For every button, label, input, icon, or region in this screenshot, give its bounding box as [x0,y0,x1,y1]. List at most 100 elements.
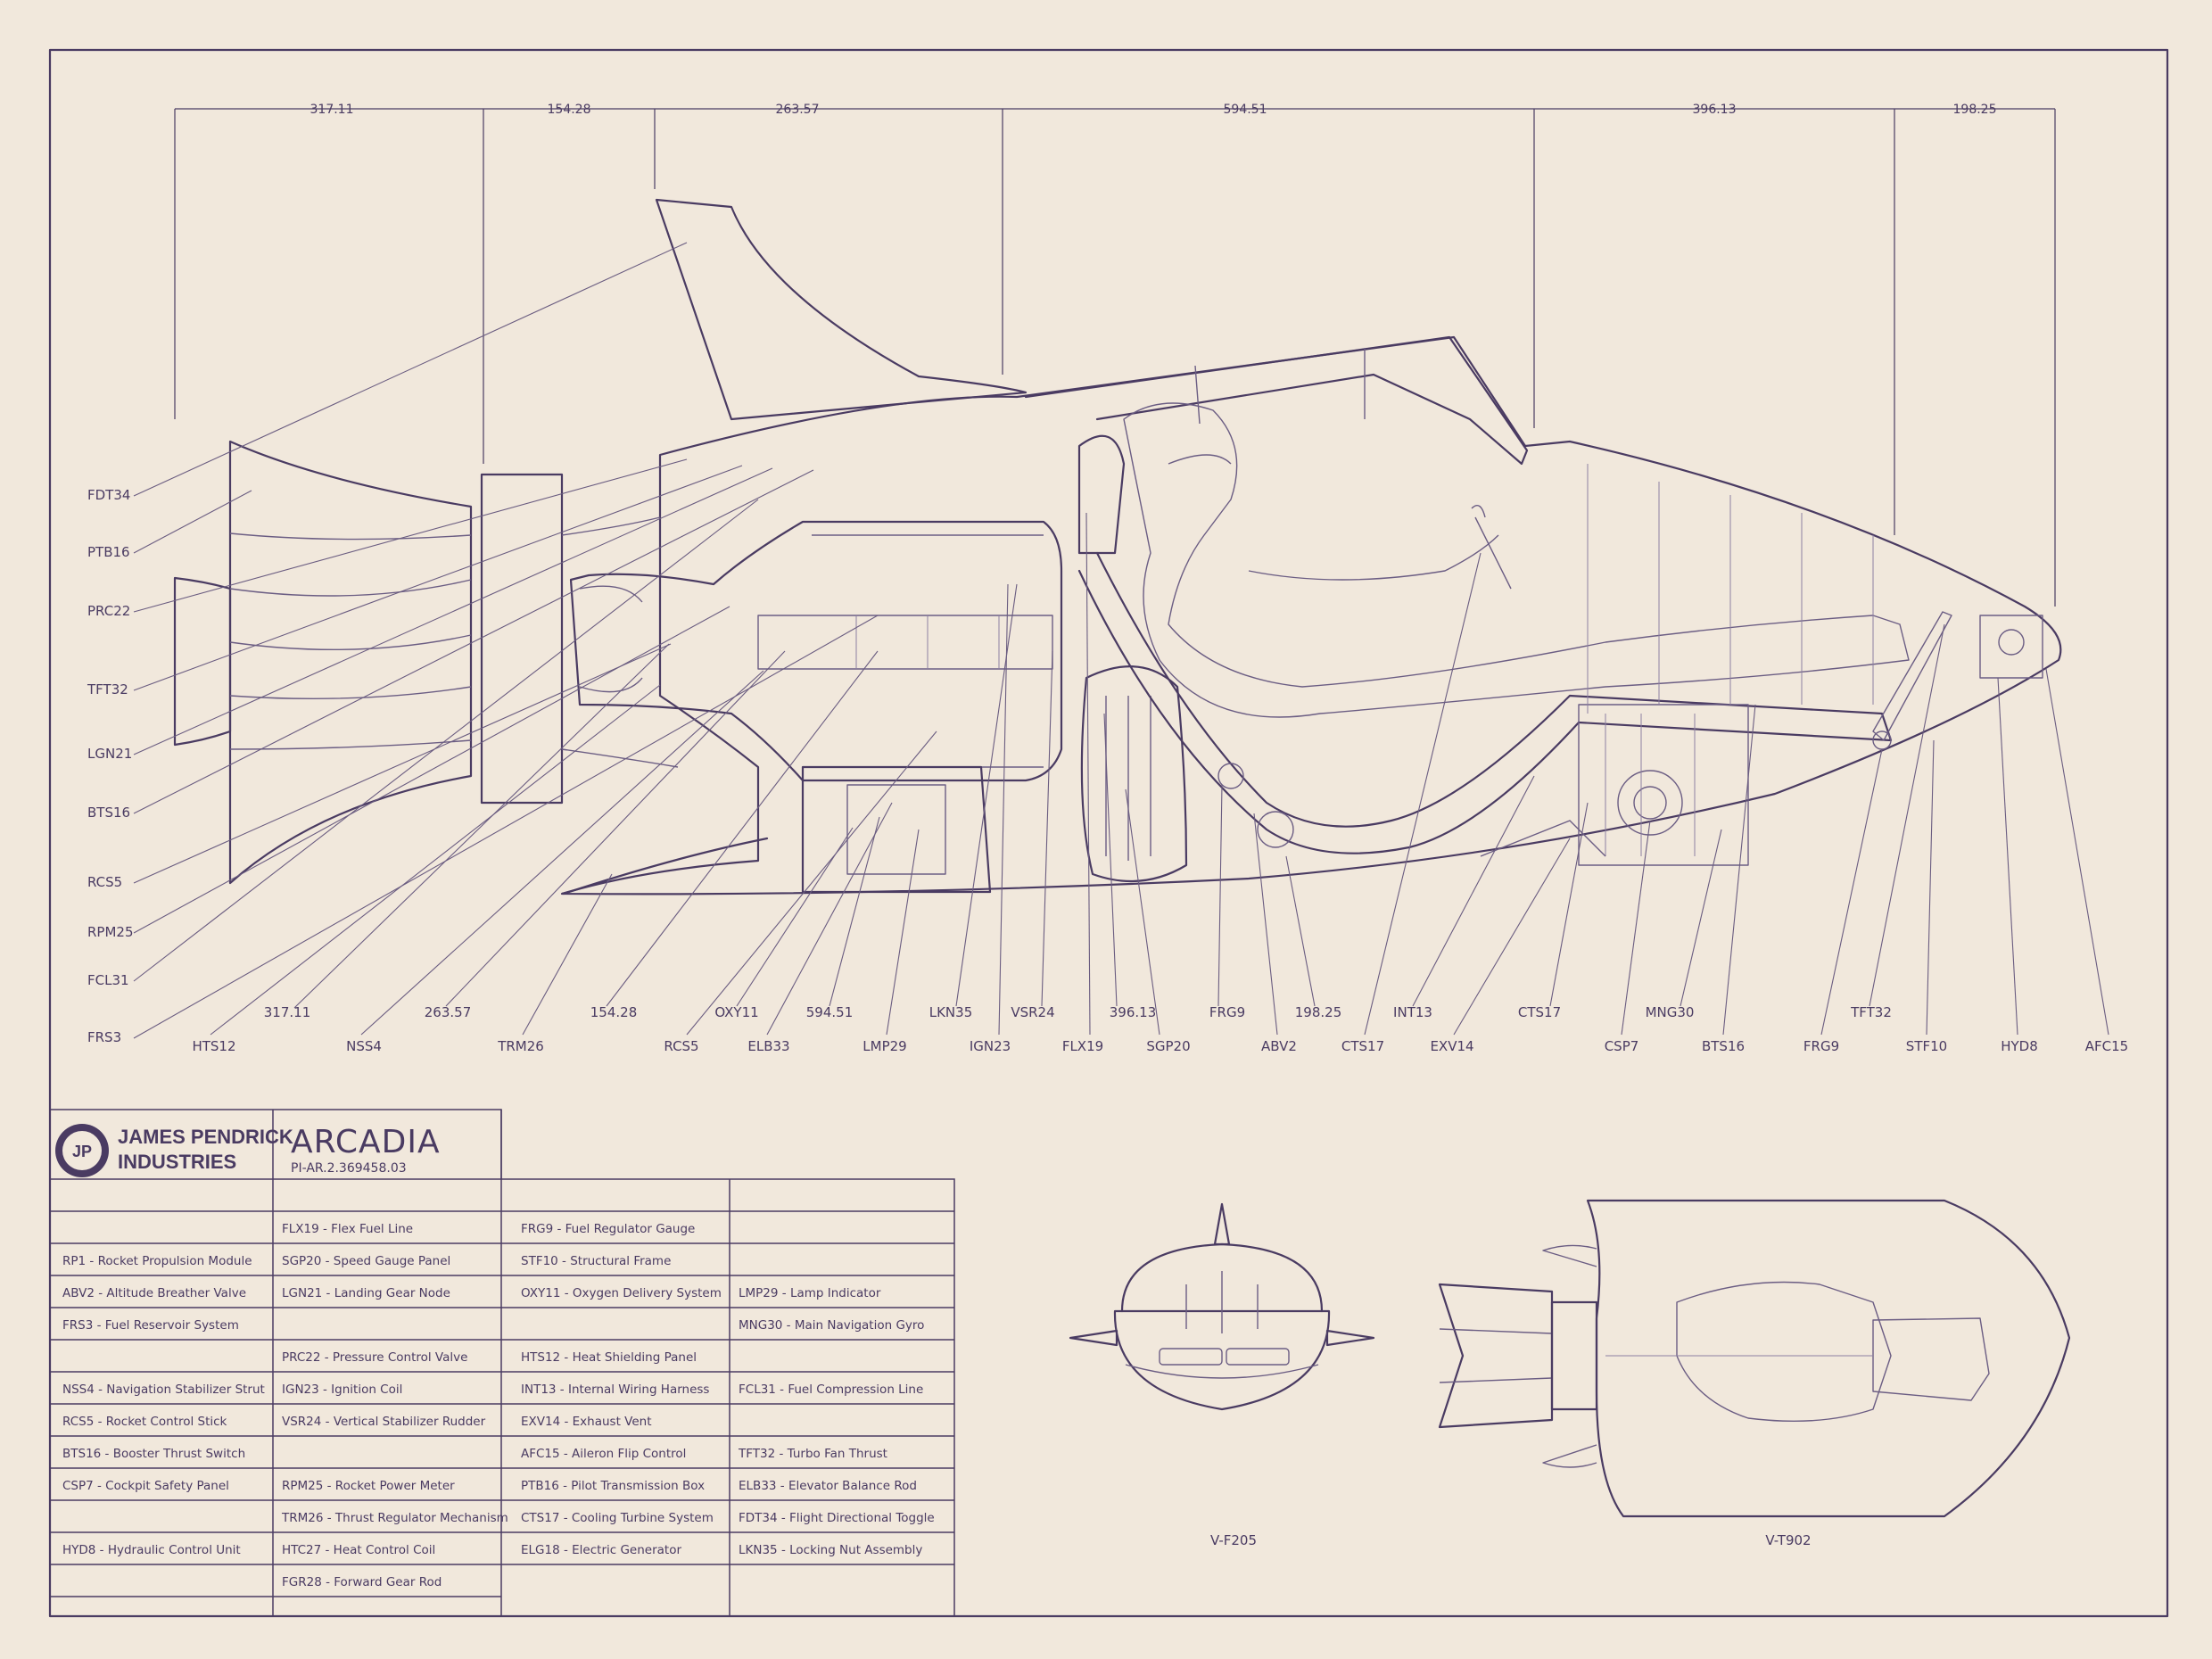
callout-b1-10: 198.25 [1295,1004,1342,1020]
top-view-drawing: V-T902 [1438,1199,2071,1548]
parts-table-cell: VSR24 - Vertical Stabilizer Rudder [282,1415,486,1429]
callouts-bottom-row2: HTS12 NSS4 TRM26 RCS5 ELB33 LMP29 IGN23 … [192,1038,2128,1054]
callout-left-5: LGN21 [87,746,132,762]
callout-b1-12: CTS17 [1518,1004,1561,1020]
callout-b2-10: ABV2 [1261,1038,1297,1054]
parts-table-cell: RP1 - Rocket Propulsion Module [62,1254,252,1268]
parts-table-cell: ELB33 - Elevator Balance Rod [739,1479,917,1493]
top-view-label: V-T902 [1765,1532,1811,1548]
sheet-border [48,48,2169,1618]
callout-left-2: PTB16 [87,544,130,560]
callout-b1-9: FRG9 [1209,1004,1245,1020]
callout-b2-6: LMP29 [863,1038,906,1054]
callout-b2-1: HTS12 [192,1038,235,1054]
parts-table-cell: LKN35 - Locking Nut Assembly [739,1543,922,1557]
front-view-drawing: V-F205 [1069,1202,1375,1548]
callout-b2-18: AFC15 [2085,1038,2128,1054]
side-view-drawing [173,198,2062,896]
parts-table-cell: FRS3 - Fuel Reservoir System [62,1318,239,1333]
callout-b2-13: CSP7 [1605,1038,1639,1054]
parts-table-cell: FDT34 - Flight Directional Toggle [739,1511,935,1525]
company-name-line1: JAMES PENDRICK [118,1126,293,1148]
logo-letters: JP [72,1143,92,1160]
parts-table-cell: NSS4 - Navigation Stabilizer Strut [62,1382,265,1397]
parts-table-cell: INT13 - Internal Wiring Harness [521,1382,709,1397]
parts-table-cell: HTS12 - Heat Shielding Panel [521,1350,697,1365]
parts-table-cell: LGN21 - Landing Gear Node [282,1286,450,1300]
callout-b1-11: INT13 [1393,1004,1432,1020]
callout-left-9: FCL31 [87,972,129,988]
drawing-code: PI-AR.2.369458.03 [291,1161,407,1176]
parts-table-cell: RCS5 - Rocket Control Stick [62,1415,227,1429]
parts-table-cell: BTS16 - Booster Thrust Switch [62,1447,245,1461]
callout-b2-15: FRG9 [1803,1038,1839,1054]
parts-table-cell: PTB16 - Pilot Transmission Box [521,1479,705,1493]
parts-table-cell: SGP20 - Speed Gauge Panel [282,1254,450,1268]
callout-b2-17: HYD8 [2001,1038,2038,1054]
callout-b1-6: LKN35 [929,1004,973,1020]
dim-top-6: 198.25 [1953,103,1997,117]
parts-table-cell: FLX19 - Flex Fuel Line [282,1222,413,1236]
dim-top-4: 594.51 [1224,103,1267,117]
callout-left-3: PRC22 [87,603,130,619]
dim-top-3: 263.57 [776,103,820,117]
parts-table-cell: AFC15 - Aileron Flip Control [521,1447,686,1461]
callout-b1-13: MNG30 [1646,1004,1695,1020]
leader-lines-bottom [210,512,2109,1036]
parts-table-cell: LMP29 - Lamp Indicator [739,1286,881,1300]
company-name-line2: INDUSTRIES [118,1151,236,1173]
parts-table-cell: TFT32 - Turbo Fan Thrust [738,1447,887,1461]
callout-b2-5: ELB33 [747,1038,789,1054]
callout-b2-3: TRM26 [497,1038,544,1054]
parts-table-cell: EXV14 - Exhaust Vent [521,1415,652,1429]
parts-table-cell: TRM26 - Thrust Regulator Mechanism [281,1511,508,1525]
callouts-bottom-row1: 317.11 263.57 154.28 OXY11 594.51 LKN35 … [264,1004,1892,1020]
callout-b2-12: EXV14 [1430,1038,1473,1054]
callouts-left: FDT34 PTB16 PRC22 TFT32 LGN21 BTS16 RCS5… [87,487,134,1045]
parts-table-cell: IGN23 - Ignition Coil [282,1382,402,1397]
callout-b2-9: SGP20 [1146,1038,1190,1054]
dim-top-1: 317.11 [310,103,354,117]
callout-b1-1: 317.11 [264,1004,311,1020]
front-view-label: V-F205 [1210,1532,1257,1548]
parts-table-cell: HYD8 - Hydraulic Control Unit [62,1543,241,1557]
callout-b2-8: FLX19 [1062,1038,1103,1054]
parts-table-cell: FGR28 - Forward Gear Rod [282,1575,442,1589]
callout-b1-14: TFT32 [1850,1004,1892,1020]
dim-top-5: 396.13 [1693,103,1737,117]
parts-table-cell: ABV2 - Altitude Breather Valve [62,1286,246,1300]
callout-b1-4: OXY11 [714,1004,758,1020]
parts-table-cell: OXY11 - Oxygen Delivery System [521,1286,722,1300]
parts-table-cell: FRG9 - Fuel Regulator Gauge [521,1222,695,1236]
dim-top-2: 154.28 [548,103,591,117]
callout-b1-3: 154.28 [590,1004,638,1020]
top-dimension-line: 317.11 154.28 263.57 594.51 396.13 198.2… [174,103,2056,607]
callout-b1-2: 263.57 [425,1004,472,1020]
callout-b2-7: IGN23 [970,1038,1011,1054]
leader-lines-left [133,242,879,1039]
callout-left-10: FRS3 [87,1029,121,1045]
parts-table-cell: STF10 - Structural Frame [521,1254,671,1268]
drawing-title: ARCADIA [291,1124,441,1160]
callout-b1-5: 594.51 [806,1004,854,1020]
callout-left-1: FDT34 [87,487,130,503]
parts-table-cell: HTC27 - Heat Control Coil [282,1543,435,1557]
callout-left-8: RPM25 [87,924,134,940]
callout-b2-11: CTS17 [1341,1038,1384,1054]
parts-table-cell: FCL31 - Fuel Compression Line [739,1382,923,1397]
callout-left-6: BTS16 [87,805,130,821]
callout-b2-4: RCS5 [664,1038,698,1054]
parts-table-cell: MNG30 - Main Navigation Gyro [739,1318,924,1333]
callout-b2-16: STF10 [1906,1038,1947,1054]
callout-left-7: RCS5 [87,874,122,890]
callout-b1-8: 396.13 [1110,1004,1157,1020]
parts-table-cell: CTS17 - Cooling Turbine System [521,1511,714,1525]
parts-table-cell: RPM25 - Rocket Power Meter [282,1479,455,1493]
parts-table-cell: CSP7 - Cockpit Safety Panel [62,1479,229,1493]
callout-b1-7: VSR24 [1011,1004,1054,1020]
callout-left-4: TFT32 [87,681,128,697]
title-block: JP JAMES PENDRICK INDUSTRIES ARCADIA PI-… [50,1109,955,1616]
parts-table-cell: PRC22 - Pressure Control Valve [282,1350,467,1365]
